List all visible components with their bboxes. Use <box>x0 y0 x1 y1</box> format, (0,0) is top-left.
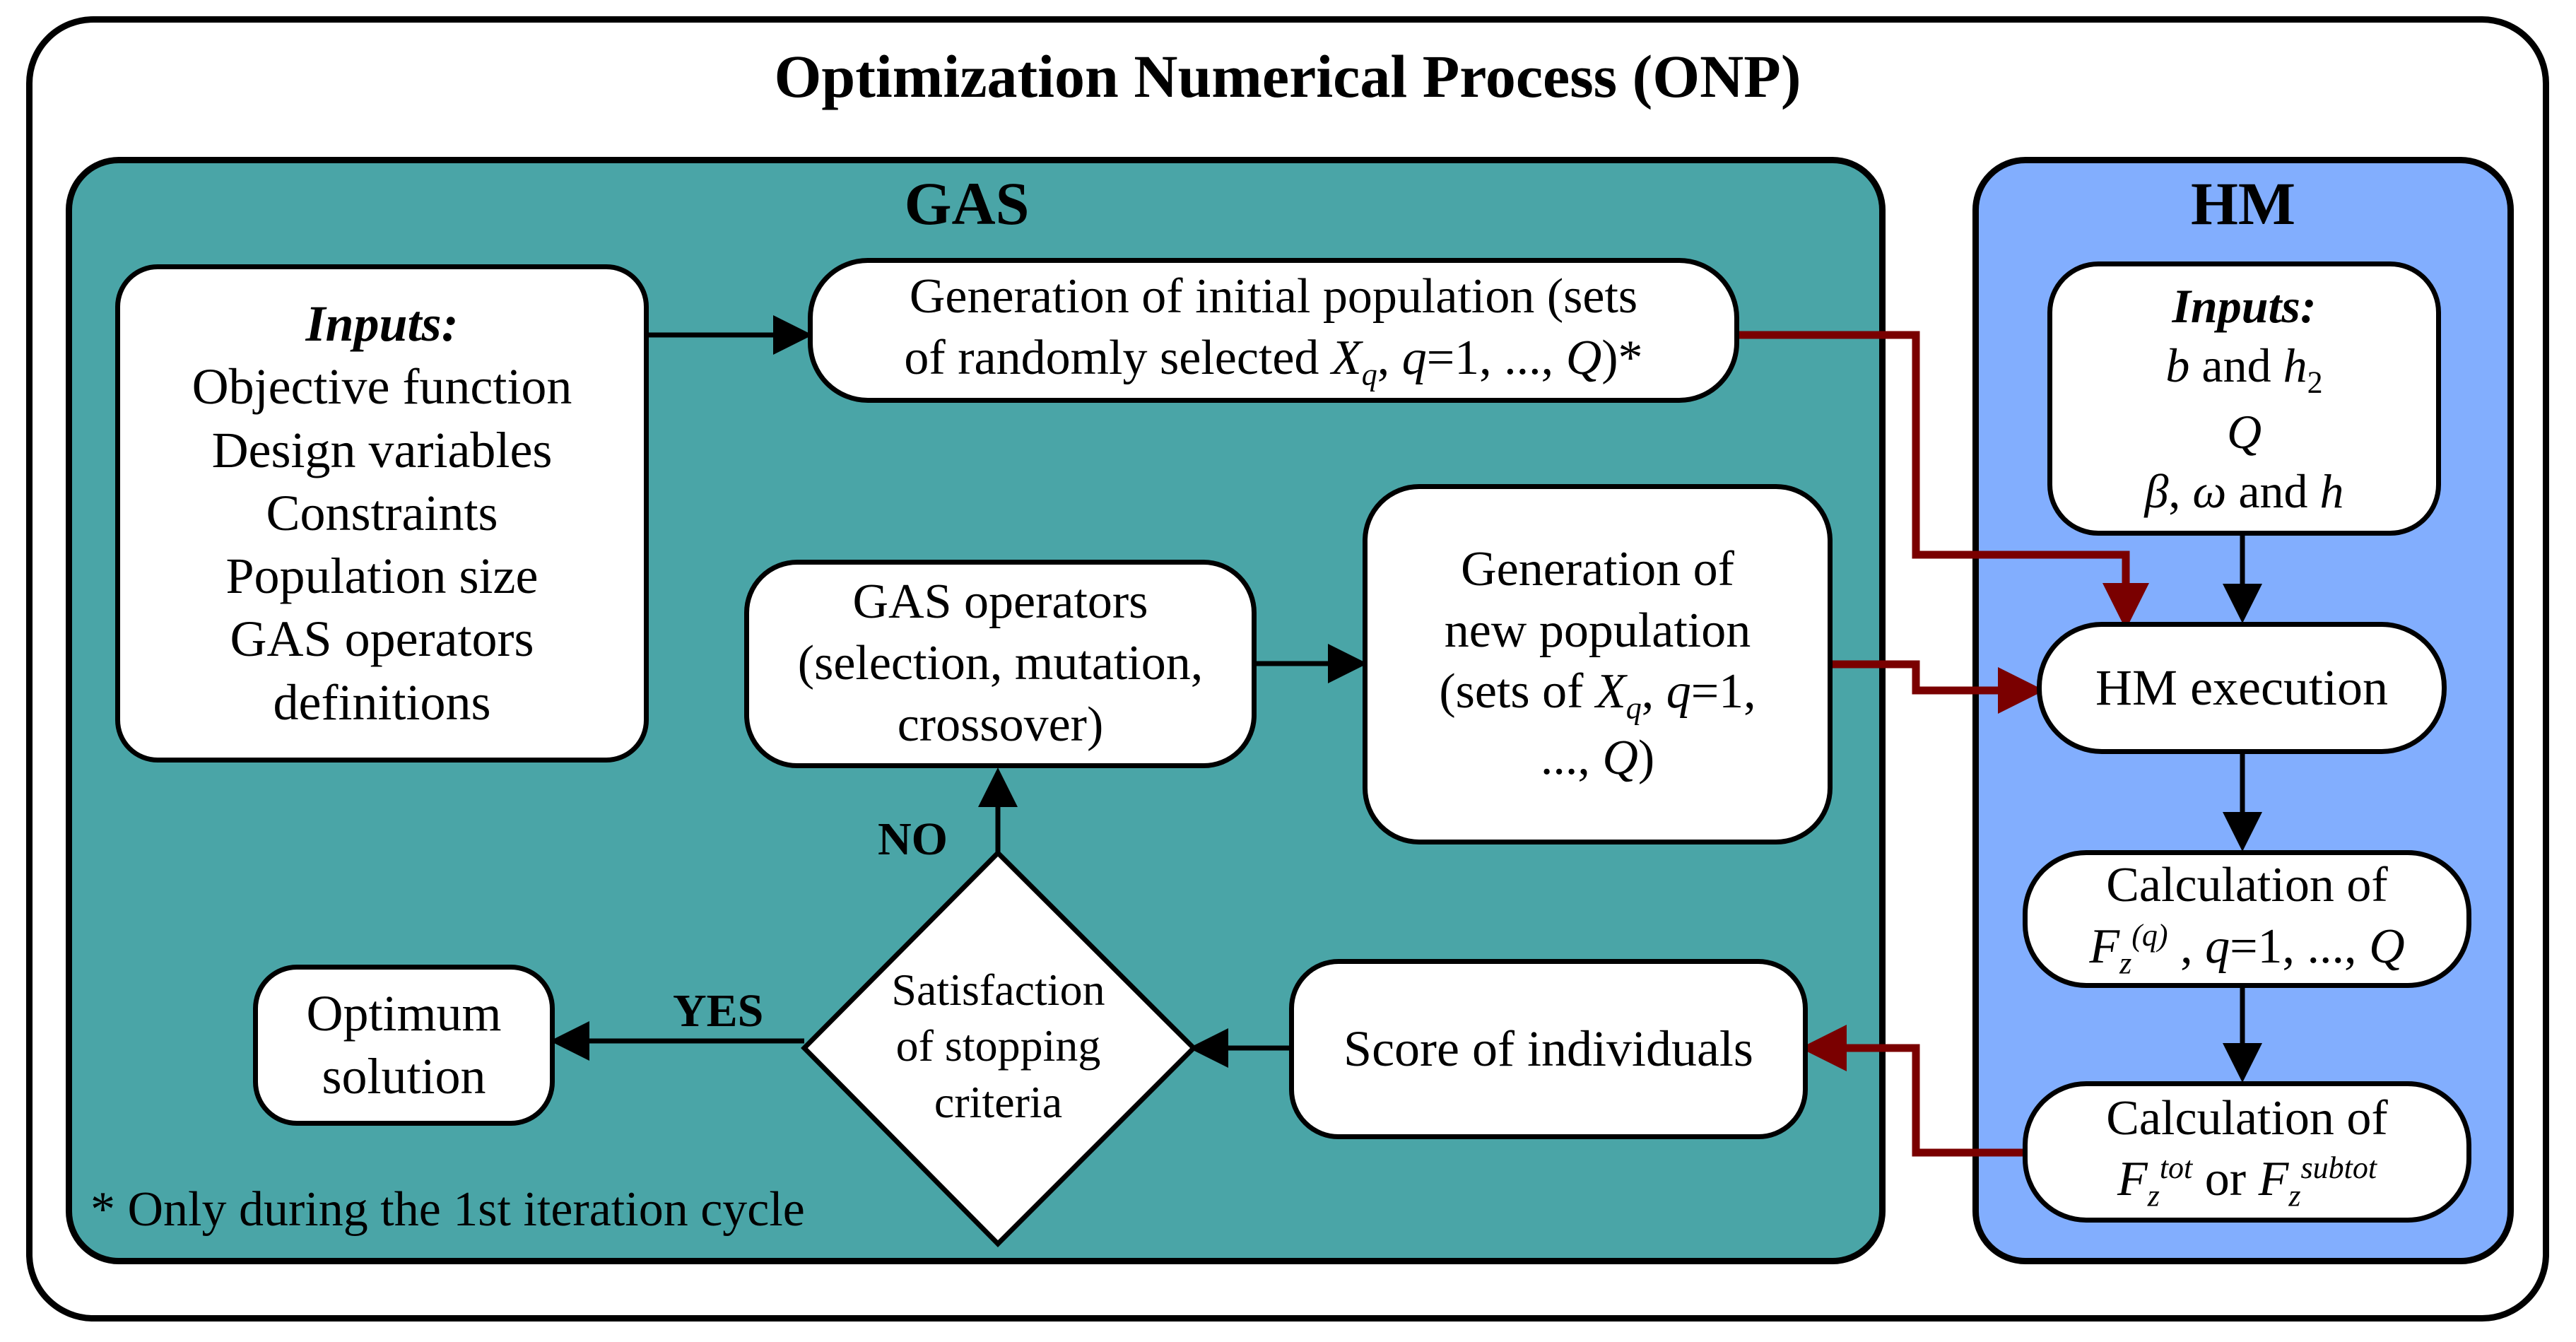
hm-execution-box: HM execution <box>2037 622 2447 754</box>
arrow-calctot-to-score <box>1800 1025 2023 1157</box>
gas-operators-box: GAS operators (selection, mutation, cros… <box>744 560 1257 768</box>
optimum-solution-box: Optimum solution <box>253 965 555 1126</box>
gas-input-item: Population size <box>225 548 539 605</box>
onp-title: Optimization Numerical Process (ONP) <box>774 42 1801 110</box>
calc-tot-box: Calculation of Fztot or Fzsubtot <box>2023 1081 2471 1223</box>
calc-fz-box: Calculation of Fz(q) , q=1, ..., Q <box>2023 850 2471 988</box>
gas-input-item: Design variables <box>211 421 553 478</box>
arrow-initial-to-hm <box>1739 331 2149 630</box>
gas-input-item: Constraints <box>266 484 498 541</box>
score-of-individuals-box: Score of individuals <box>1289 959 1808 1139</box>
arrow-newpop-to-hm <box>1825 660 2045 714</box>
stopping-criteria-text: Satisfaction of stopping criteria <box>891 964 1105 1127</box>
gas-input-item: definitions <box>273 673 491 731</box>
initial-population-box: Generation of initial population (sets o… <box>808 258 1739 403</box>
new-population-box: Generation of new population (sets of Xq… <box>1363 484 1833 844</box>
gas-inputs-heading: Inputs: <box>305 295 459 353</box>
data-arrows <box>1739 331 2149 1157</box>
flow-arrows <box>550 315 2262 1083</box>
hm-inputs-heading: Inputs: <box>2172 278 2317 333</box>
hm-title: HM <box>2190 170 2296 237</box>
stopping-criteria-diamond <box>801 849 1197 1247</box>
label-yes: YES <box>673 985 764 1037</box>
gas-title: GAS <box>904 170 1030 237</box>
gas-input-item: GAS operators <box>230 611 534 668</box>
label-no: NO <box>878 813 948 865</box>
hm-inputs-box: Inputs: b and h2 Q β, ω and h <box>2047 261 2441 536</box>
gas-input-item: Objective function <box>192 358 572 416</box>
gas-inputs-box: Inputs: Objective function Design variab… <box>115 264 649 763</box>
iteration-note: * Only during the 1st iteration cycle <box>90 1182 805 1237</box>
